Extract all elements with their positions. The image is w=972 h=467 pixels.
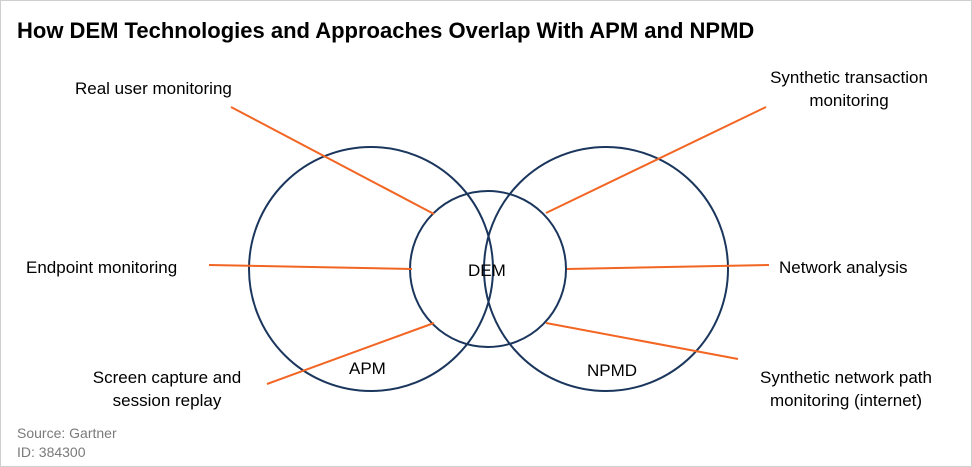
connector-synthetic-transaction	[545, 106, 767, 214]
label-synthetic-network-path-line2: monitoring (internet)	[769, 391, 923, 410]
npmd-label: NPMD	[587, 361, 638, 380]
dem-label: DEM	[468, 261, 506, 280]
label-screen-capture: Screen capture and session replay	[67, 366, 267, 412]
label-synthetic-transaction: Synthetic transaction monitoring	[749, 66, 949, 112]
source-note: Source: Gartner ID: 384300	[17, 424, 117, 462]
label-synthetic-network-path-line1: Synthetic network path	[760, 368, 932, 387]
label-network-analysis: Network analysis	[779, 258, 908, 277]
connector-network-analysis	[566, 264, 770, 270]
apm-circle	[248, 146, 494, 392]
label-screen-capture-line2: session replay	[112, 391, 222, 410]
label-synthetic-transaction-line2: monitoring	[809, 91, 889, 110]
diagram-title: How DEM Technologies and Approaches Over…	[17, 18, 755, 43]
connector-synthetic-network-path	[545, 322, 739, 360]
label-endpoint-monitoring: Endpoint monitoring	[26, 258, 178, 277]
label-screen-capture-line1: Screen capture and	[92, 368, 242, 387]
label-synthetic-network-path: Synthetic network path monitoring (inter…	[741, 366, 951, 412]
source-text: Source: Gartner	[17, 425, 117, 441]
connector-endpoint-monitoring	[208, 264, 413, 270]
connector-real-user-monitoring	[230, 106, 435, 215]
label-synthetic-transaction-line1: Synthetic transaction	[770, 68, 928, 87]
source-id: ID: 384300	[17, 444, 86, 460]
label-real-user-monitoring: Real user monitoring	[75, 79, 232, 98]
npmd-circle	[483, 146, 729, 392]
apm-label: APM	[349, 359, 386, 378]
connector-screen-capture	[266, 322, 435, 385]
